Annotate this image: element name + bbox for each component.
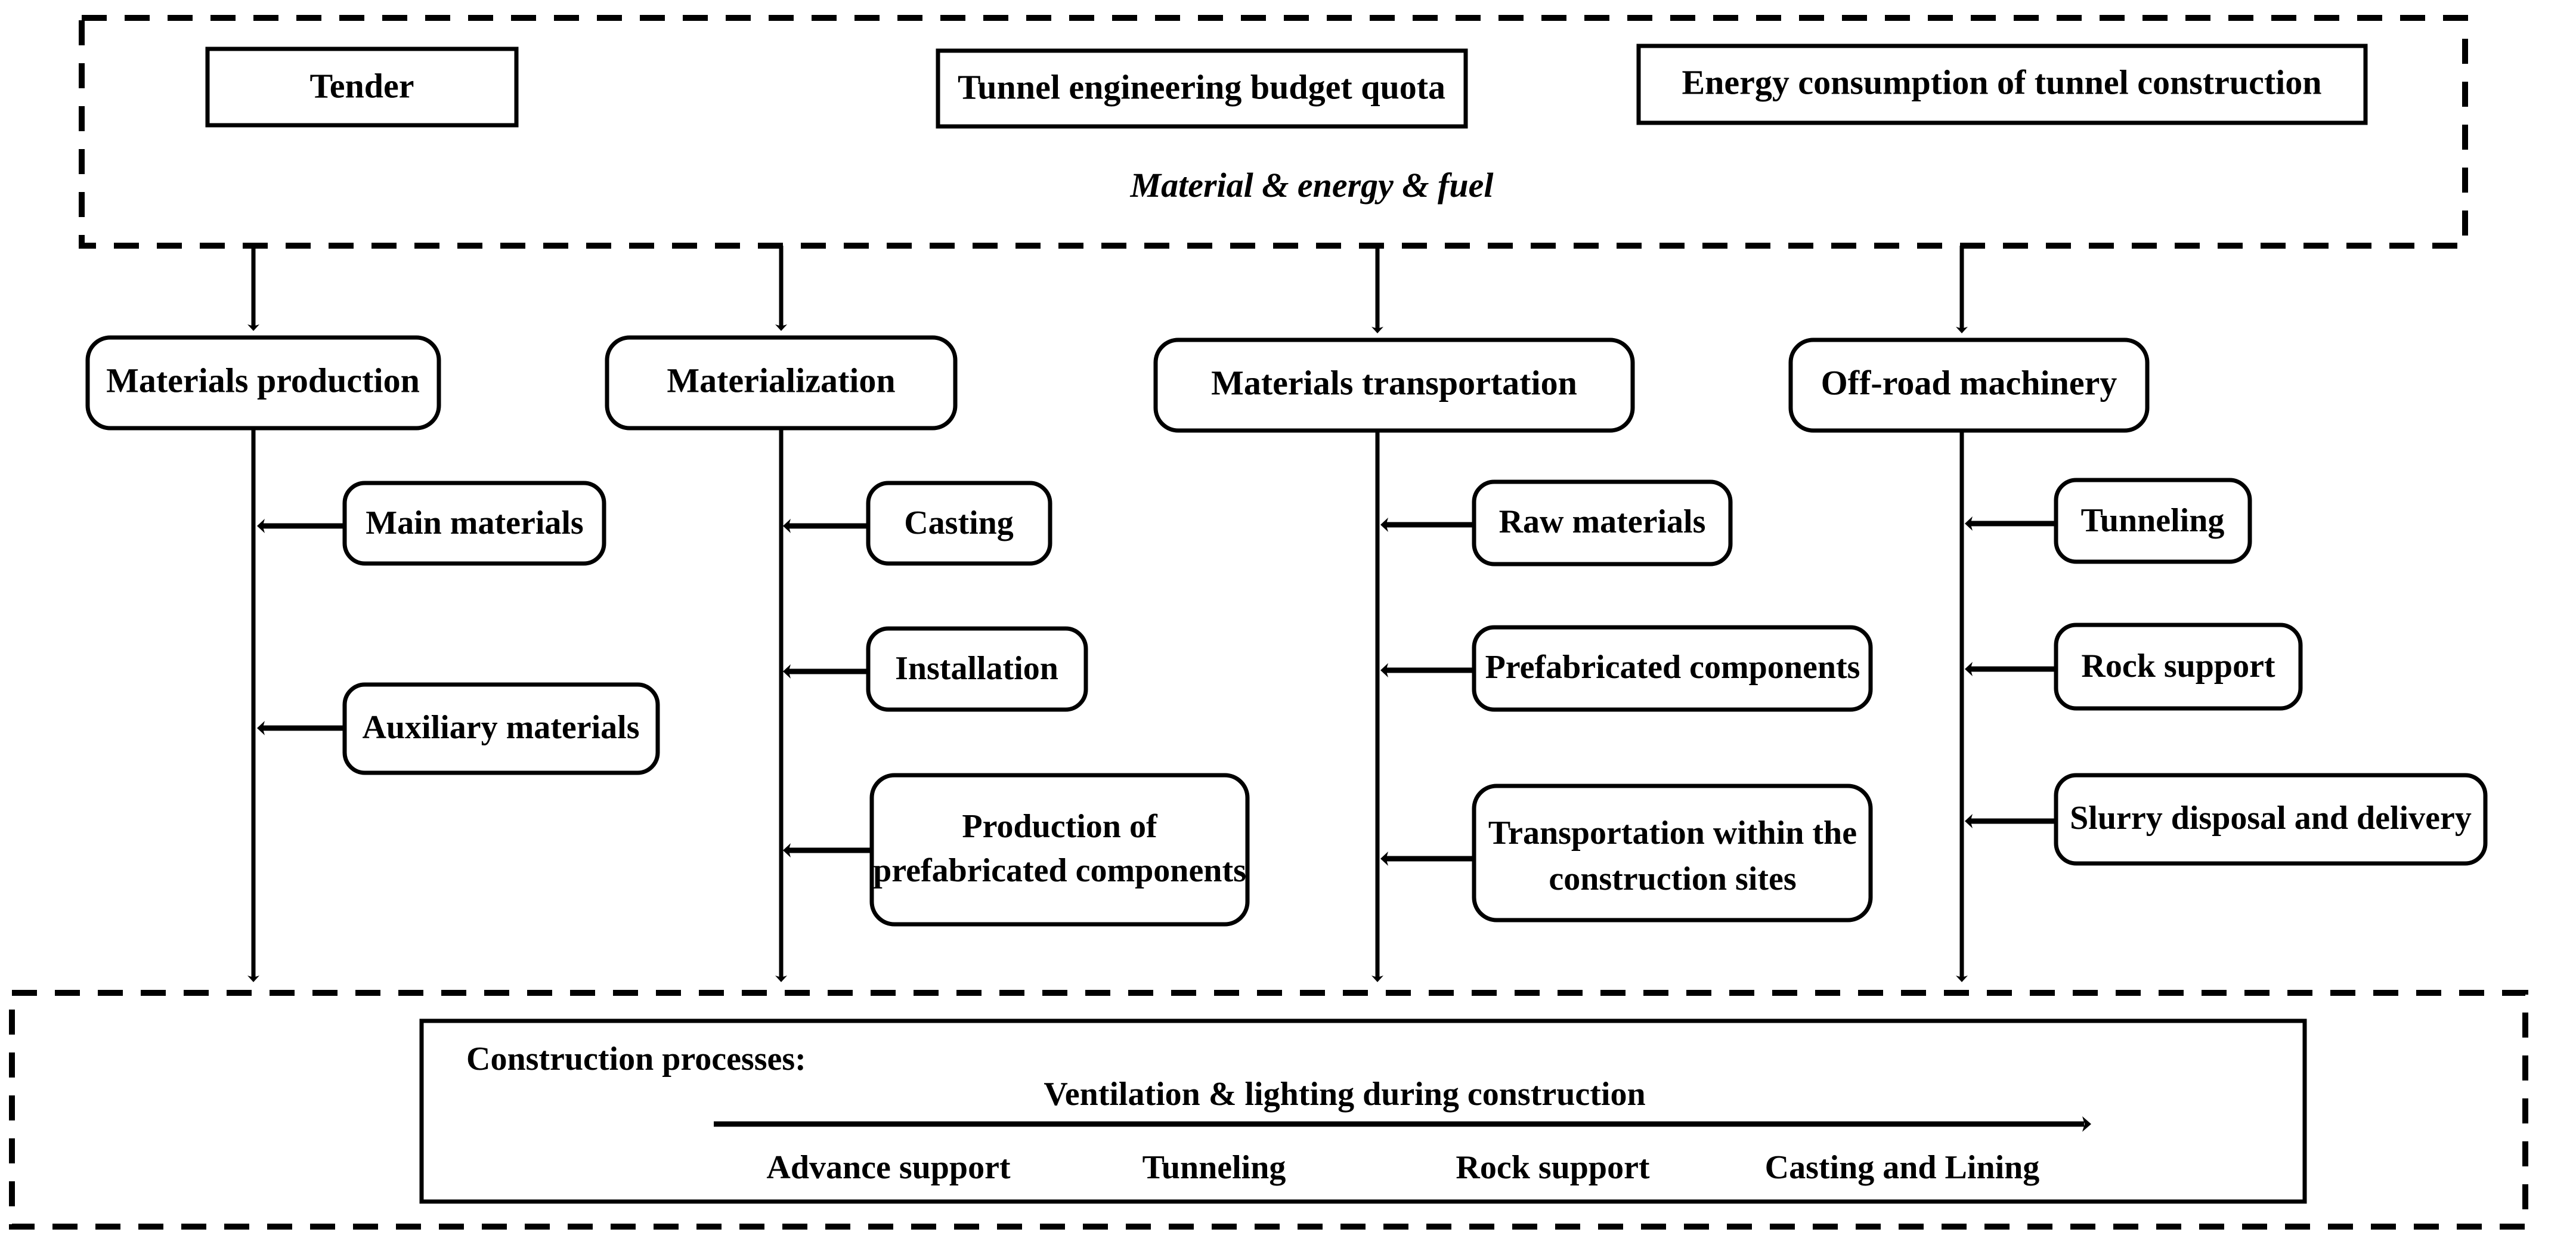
node-auxiliary-materials-label: Auxiliary materials — [362, 709, 639, 746]
top-dashed-container — [79, 15, 2468, 249]
node-raw-materials-label: Raw materials — [1499, 503, 1706, 540]
node-transportation-within-sites-label-line1: Transportation within the — [1488, 815, 1857, 852]
node-budget-quota-label: Tunnel engineering budget quota — [958, 67, 1445, 106]
node-off-road-machinery-label: Off-road machinery — [1821, 363, 2117, 402]
node-production-prefab-label-line1: Production of — [962, 808, 1158, 845]
node-materials-production-box[interactable] — [85, 335, 441, 431]
flow-label-material-energy-fuel: Material & energy & fuel — [1130, 166, 1494, 205]
node-installation-label: Installation — [895, 650, 1058, 687]
node-tender-box[interactable] — [205, 47, 519, 128]
construction-processes-panel[interactable] — [419, 1018, 2307, 1204]
node-energy-consumption-box[interactable] — [1636, 44, 2368, 125]
process-step-rock-support: Rock support — [1456, 1149, 1650, 1186]
node-budget-quota-box[interactable] — [936, 48, 1468, 129]
construction-processes-heading: Construction processes: — [466, 1041, 806, 1078]
node-materials-transportation-box[interactable] — [1153, 338, 1635, 433]
node-rock-support-label: Rock support — [2081, 648, 2275, 685]
node-production-prefab-label-line2: prefabricated components — [873, 852, 1246, 889]
node-tunneling-label: Tunneling — [2081, 502, 2225, 539]
node-prefabricated-components-label: Prefabricated components — [1485, 649, 1860, 686]
bottom-dashed-container — [9, 990, 2528, 1230]
node-production-prefab-box[interactable] — [869, 773, 1250, 927]
node-casting-label: Casting — [904, 504, 1014, 541]
node-slurry-disposal-label: Slurry disposal and delivery — [2070, 800, 2472, 837]
node-materials-production-label: Materials production — [106, 361, 420, 400]
node-materials-transportation-label: Materials transportation — [1211, 363, 1577, 402]
process-step-casting-and-lining: Casting and Lining — [1765, 1149, 2040, 1186]
node-off-road-machinery-box[interactable] — [1788, 338, 2150, 433]
ventilation-lighting-label: Ventilation & lighting during constructi… — [1044, 1076, 1645, 1113]
process-step-advance-support: Advance support — [766, 1149, 1011, 1186]
node-energy-consumption-label: Energy consumption of tunnel constructio… — [1682, 63, 2321, 101]
node-tender-label: Tender — [309, 66, 414, 105]
node-transportation-within-sites-label-line2: construction sites — [1549, 860, 1796, 897]
node-main-materials-label: Main materials — [366, 504, 583, 541]
node-transportation-within-sites-box[interactable] — [1472, 784, 1873, 922]
process-step-tunneling: Tunneling — [1143, 1149, 1286, 1186]
node-materialization-label: Materialization — [667, 361, 895, 400]
